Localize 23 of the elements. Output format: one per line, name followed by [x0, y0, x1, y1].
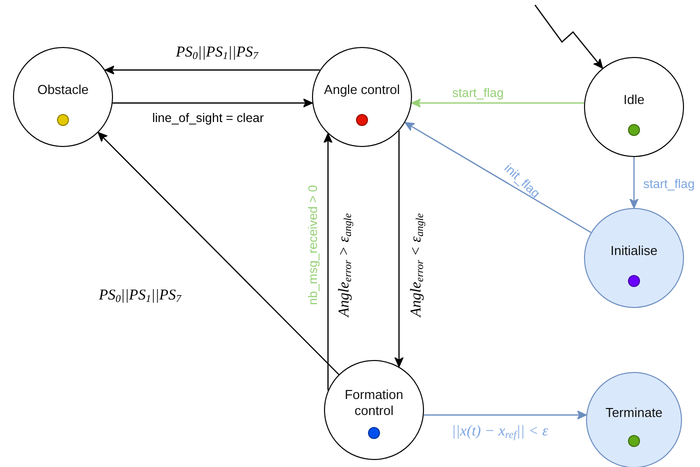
- state-name: Terminate: [605, 404, 663, 422]
- condition-label: nb_msg_received > 0: [306, 185, 320, 305]
- state-name: Initialise: [610, 242, 658, 260]
- arrow: [411, 98, 584, 108]
- arrow: [112, 98, 313, 108]
- arrow: [394, 130, 404, 368]
- arrow: [534, 4, 603, 69]
- arrow: [98, 132, 340, 375]
- edge-label: line_of_sight = clear: [152, 112, 264, 124]
- arrow: [424, 410, 587, 420]
- state-name: Idle: [624, 92, 644, 108]
- arrow: [630, 157, 638, 208]
- edge-label: ||x(t) − x$_{ref}$|| < ε: [452, 424, 548, 442]
- state-name: Angle control: [324, 82, 400, 98]
- edge-label: PS$_{0}$||PS$_{1}$||PS$_{7}$: [176, 45, 258, 63]
- edge-label: PS$_{0}$||PS$_{1}$||PS$_{7}$: [98, 288, 182, 306]
- arrow: [324, 133, 332, 390]
- arrow: [104, 66, 320, 74]
- state-name: Formation control: [344, 386, 404, 420]
- state-name: Obstacle: [37, 82, 89, 98]
- arrow: [404, 122, 592, 234]
- edge-label: start_flag: [643, 178, 695, 190]
- edge-label: start_flag: [452, 86, 504, 100]
